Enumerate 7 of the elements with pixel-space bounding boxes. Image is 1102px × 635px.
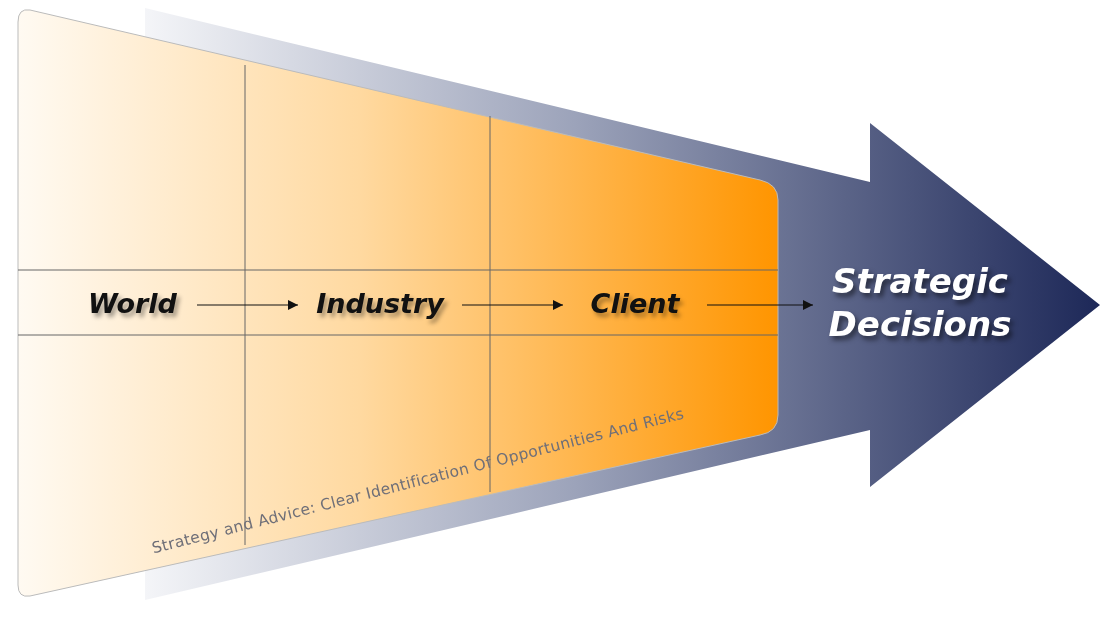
stage-label: World (70, 278, 195, 328)
stage-label: Client (565, 278, 705, 328)
arrow (706, 300, 814, 310)
arrow (196, 300, 299, 310)
stage-label: Industry (300, 278, 460, 328)
arrow (461, 300, 564, 310)
stage-label: Strategic Decisions (815, 245, 1025, 360)
